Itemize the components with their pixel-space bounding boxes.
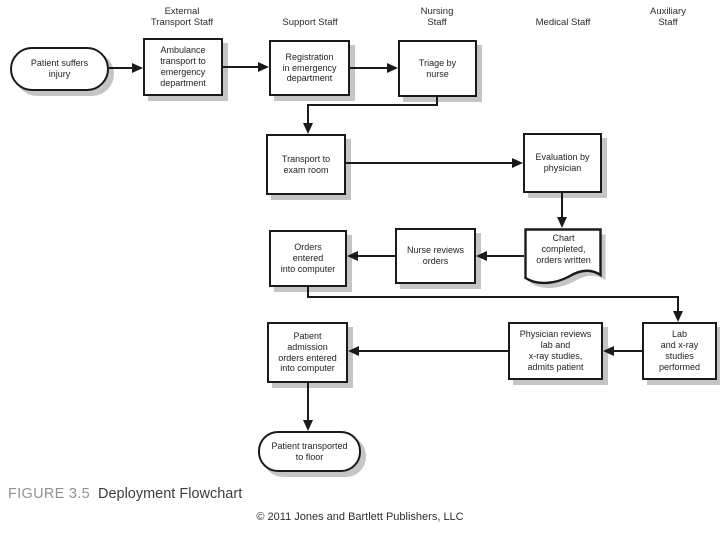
- node-chart-completed-label: Chart completed, orders written: [536, 233, 591, 265]
- arrowhead-left-icon: [348, 346, 359, 356]
- node-evaluation-by-physician: Evaluation by physician: [523, 133, 602, 193]
- arrowhead-right-icon: [132, 63, 143, 73]
- node-registration: Registration in emergency department: [269, 40, 350, 96]
- flow-line-lab-physician: [614, 350, 642, 352]
- flow-line-triage-into-transport: [307, 104, 309, 124]
- document-shape-icon: [524, 228, 606, 288]
- flow-line-registration-triage: [350, 67, 387, 69]
- node-nurse-reviews-orders: Nurse reviews orders: [395, 228, 476, 284]
- node-chart-completed: Chart completed, orders written: [524, 228, 610, 298]
- flow-line-triage-down: [436, 96, 438, 106]
- node-lab-xray-performed: Lab and x-ray studies performed: [642, 322, 717, 380]
- lane-header-medical-staff: Medical Staff: [535, 16, 591, 28]
- figure-title: Deployment Flowchart: [97, 486, 243, 502]
- node-ambulance-transport: Ambulance transport to emergency departm…: [143, 38, 223, 96]
- arrowhead-left-icon: [476, 251, 487, 261]
- arrowhead-right-icon: [258, 62, 269, 72]
- node-triage-by-nurse: Triage by nurse: [398, 40, 477, 97]
- flow-line-ambulance-registration: [223, 66, 258, 68]
- arrowhead-down-icon: [303, 420, 313, 431]
- arrowhead-left-icon: [603, 346, 614, 356]
- node-orders-entered: Orders entered into computer: [269, 230, 347, 287]
- flow-line-chart-nurse: [487, 255, 524, 257]
- flow-line-evaluation-chart: [561, 192, 563, 218]
- flow-line-orders-horizontal: [307, 296, 679, 298]
- node-patient-suffers-injury: Patient suffers injury: [10, 47, 109, 91]
- figure-number: FIGURE 3.5: [8, 486, 90, 502]
- lane-header-auxiliary-staff: Auxiliary Staff: [650, 5, 686, 28]
- flow-line-triage-horizontal: [307, 104, 438, 106]
- lane-header-external-transport-staff: External Transport Staff: [150, 5, 214, 28]
- arrowhead-down-icon: [673, 311, 683, 322]
- lane-header-support-staff: Support Staff: [282, 16, 338, 28]
- flow-line-admission-floor: [307, 382, 309, 422]
- node-patient-admission-orders: Patient admission orders entered into co…: [267, 322, 348, 383]
- figure-caption: FIGURE 3.5 Deployment Flowchart: [8, 486, 242, 502]
- node-patient-transported: Patient transported to floor: [258, 431, 361, 472]
- arrowhead-down-icon: [557, 217, 567, 228]
- flow-line-orders-into-lab: [677, 296, 679, 312]
- flow-line-transport-evaluation: [346, 162, 512, 164]
- arrowhead-down-icon: [303, 123, 313, 134]
- lane-header-nursing-staff: Nursing Staff: [420, 5, 454, 28]
- arrowhead-right-icon: [387, 63, 398, 73]
- flow-line-injury-ambulance: [109, 67, 133, 69]
- node-transport-to-exam-room: Transport to exam room: [266, 134, 346, 195]
- node-physician-reviews: Physician reviews lab and x-ray studies,…: [508, 322, 603, 380]
- arrowhead-left-icon: [347, 251, 358, 261]
- flow-line-orders-down: [307, 286, 309, 298]
- copyright-notice: © 2011 Jones and Bartlett Publishers, LL…: [256, 511, 464, 523]
- flow-line-nurse-orders: [358, 255, 395, 257]
- flow-line-physician-admission: [359, 350, 508, 352]
- arrowhead-right-icon: [512, 158, 523, 168]
